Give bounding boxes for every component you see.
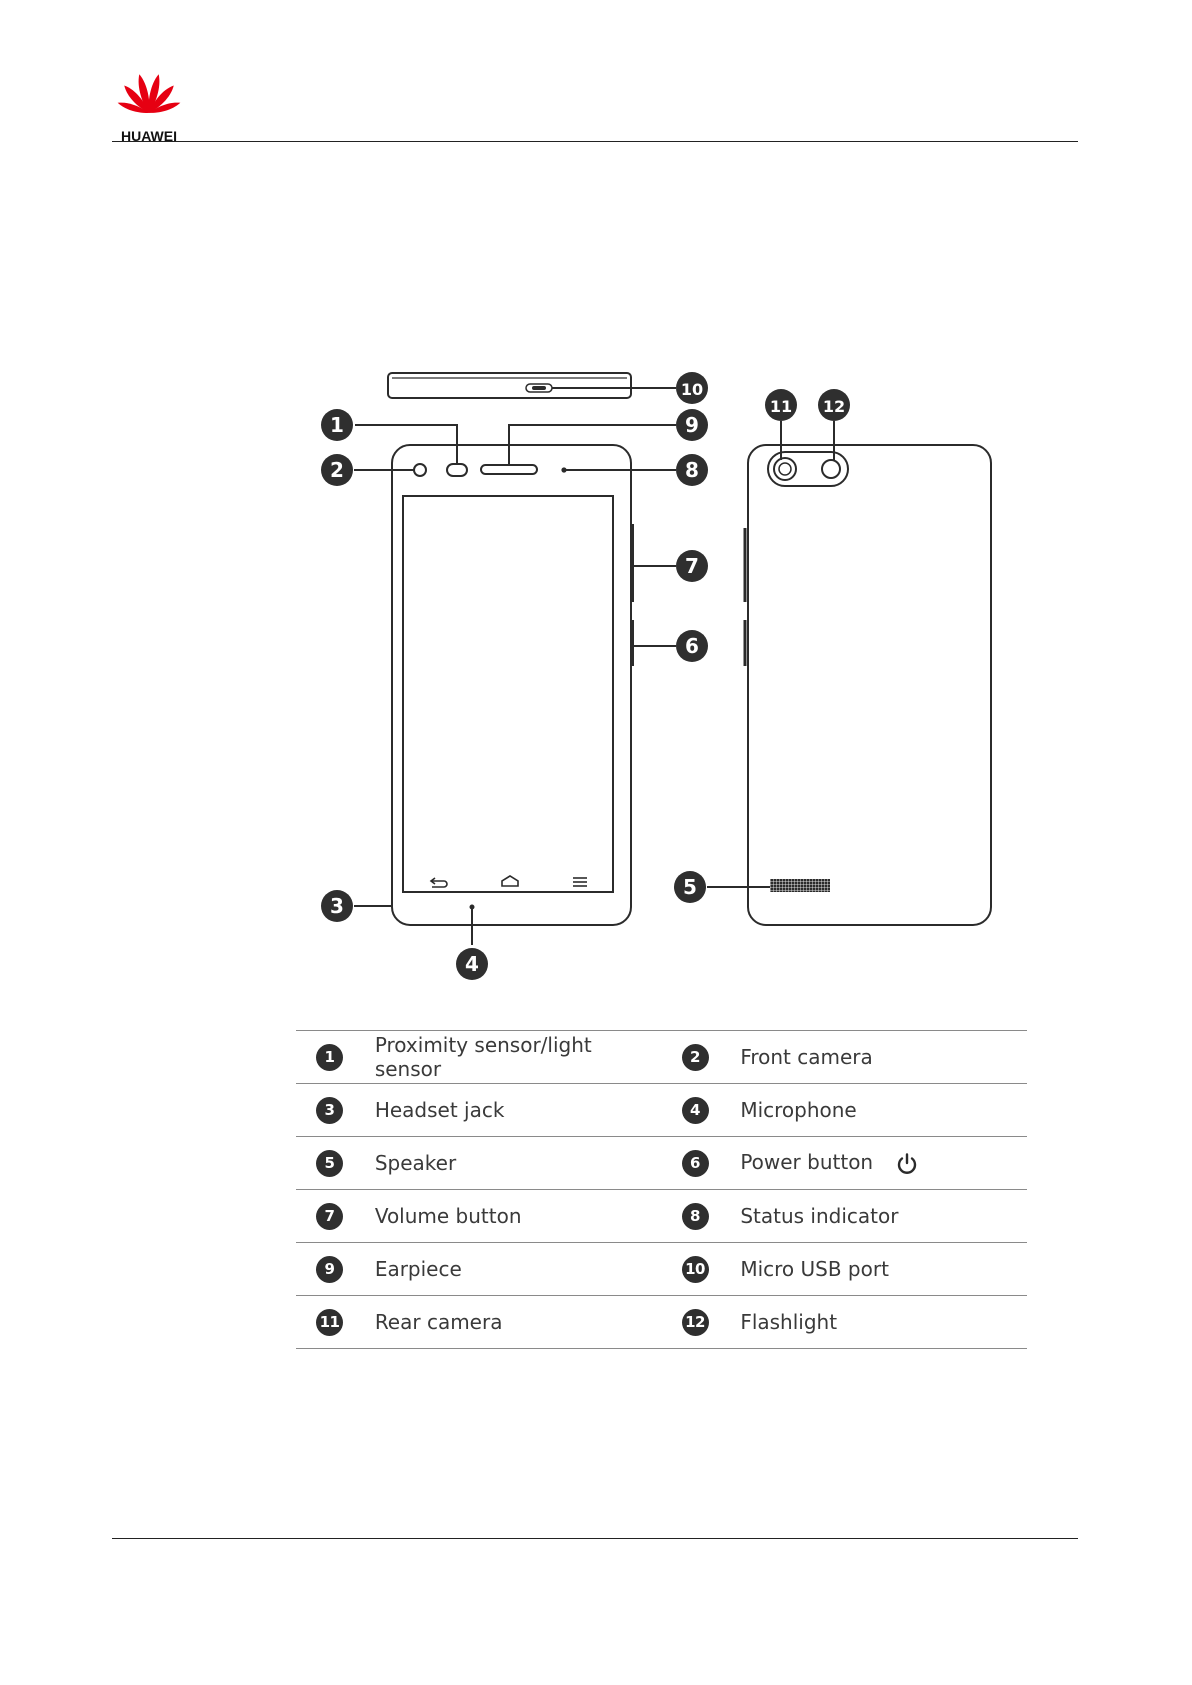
callout-badge: 9 [316,1256,343,1283]
legend-label: Proximity sensor/light sensor [375,1031,662,1084]
table-row: 1 Proximity sensor/light sensor 2 Front … [296,1031,1027,1084]
legend-label: Volume button [375,1190,662,1243]
callout-number: 3 [330,894,344,918]
callout-12: 12 [818,389,850,421]
callout-badge: 12 [682,1309,709,1336]
legend-label: Micro USB port [740,1243,1027,1296]
callout-badge: 4 [682,1097,709,1124]
legend-label: Power button [740,1150,873,1174]
callout-number: 5 [683,875,697,899]
front-camera-icon [414,464,426,476]
callout-7: 7 [676,550,708,582]
callout-number: 8 [685,458,699,482]
flashlight-icon [822,460,840,478]
callout-number: 6 [685,634,699,658]
callout-badge: 2 [682,1044,709,1071]
callout-3: 3 [321,890,353,922]
phone-front [392,445,631,925]
callout-number: 4 [465,952,479,976]
rear-camera-icon [774,458,796,480]
callout-number: 12 [823,397,845,416]
table-row: 7 Volume button 8 Status indicator [296,1190,1027,1243]
phone-top-edge [388,373,631,398]
callout-number: 11 [770,397,792,416]
callout-number: 9 [685,413,699,437]
callout-badge: 3 [316,1097,343,1124]
callout-1: 1 [321,409,353,441]
table-row: 9 Earpiece 10 Micro USB port [296,1243,1027,1296]
table-row: 3 Headset jack 4 Microphone [296,1084,1027,1137]
power-icon [895,1152,919,1176]
callout-badge: 8 [682,1203,709,1230]
phone-screen [403,496,613,892]
earpiece-icon [481,465,537,474]
callout-number: 2 [330,458,344,482]
legend-label: Flashlight [740,1296,1027,1349]
phone-back [748,445,991,925]
legend-label: Headset jack [375,1084,662,1137]
callout-6: 6 [676,630,708,662]
legend-table: 1 Proximity sensor/light sensor 2 Front … [296,1030,1027,1349]
proximity-sensor-icon [447,464,467,476]
callout-badge: 10 [682,1256,709,1283]
callout-9: 9 [676,409,708,441]
callout-badge: 7 [316,1203,343,1230]
callout-2: 2 [321,454,353,486]
home-key-icon [502,876,518,886]
callout-11: 11 [765,389,797,421]
callout-4: 4 [456,948,488,980]
table-row: 11 Rear camera 12 Flashlight [296,1296,1027,1349]
callout-badge: 6 [682,1150,709,1177]
legend-label: Front camera [740,1031,1027,1084]
callout-10: 10 [676,372,708,404]
callout-badge: 11 [316,1309,343,1336]
callout-5: 5 [674,871,706,903]
callout-badge: 5 [316,1150,343,1177]
callout-number: 10 [681,380,703,399]
legend-label: Earpiece [375,1243,662,1296]
legend-label: Rear camera [375,1296,662,1349]
speaker-grille-icon [770,879,830,892]
callout-badge: 1 [316,1044,343,1071]
footer-rule [112,1538,1078,1539]
callout-number: 7 [685,554,699,578]
legend-label: Microphone [740,1084,1027,1137]
status-indicator-icon [562,468,565,471]
table-row: 5 Speaker 6 Power button [296,1137,1027,1190]
legend-label: Speaker [375,1137,662,1190]
legend-label: Status indicator [740,1190,1027,1243]
callout-number: 1 [330,413,344,437]
microphone-icon [471,906,474,909]
callout-8: 8 [676,454,708,486]
